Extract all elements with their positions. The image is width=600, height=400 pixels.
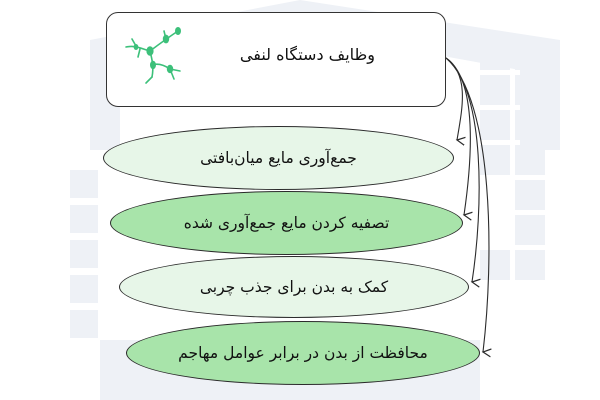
- function-label-2: تصفیه کردن مایع جمع‌آوری شده: [183, 214, 390, 232]
- lymphatic-network-icon: [125, 27, 181, 84]
- function-ellipse-2: تصفیه کردن مایع جمع‌آوری شده: [110, 191, 463, 255]
- function-ellipse-3: کمک به بدن برای جذب چربی: [119, 256, 469, 318]
- function-label-3: کمک به بدن برای جذب چربی: [199, 278, 389, 296]
- title-box: [106, 12, 446, 107]
- diagram-title: وظایف دستگاه لنفی: [239, 45, 375, 64]
- function-ellipse-1: جمع‌آوری مایع میان‌بافتی: [103, 126, 454, 190]
- function-label-4: محافظت از بدن در برابر عوامل مهاجم: [178, 344, 428, 362]
- function-ellipse-4: محافظت از بدن در برابر عوامل مهاجم: [126, 321, 480, 385]
- function-label-1: جمع‌آوری مایع میان‌بافتی: [200, 149, 357, 167]
